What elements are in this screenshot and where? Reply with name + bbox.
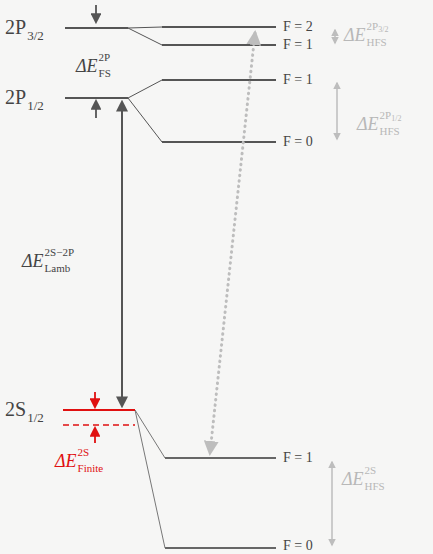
- energy-superscript: 2P: [99, 52, 111, 63]
- energy-symbol: ΔE: [22, 252, 44, 270]
- level-subscript: 3/2: [27, 29, 44, 42]
- energy-symbol: ΔE: [342, 470, 364, 488]
- f-label: F = 1: [283, 451, 313, 465]
- energy-subscript: HFS: [367, 37, 387, 48]
- energy-symbol: ΔE: [76, 57, 98, 75]
- energy-superscript: 2S: [78, 447, 90, 458]
- lamb-arrow: [121, 102, 123, 406]
- energy-symbol: ΔE: [344, 26, 366, 44]
- energy-subscript: Finite: [78, 463, 104, 474]
- energy-subscript: HFS: [365, 481, 385, 492]
- energy-superscript: 2S−2P: [45, 247, 74, 258]
- finite-size-arrows: [94, 392, 96, 443]
- energy-superscript-index: 1/2: [391, 115, 401, 123]
- level-2s: [63, 410, 276, 548]
- energy-superscript-index: 3/2: [378, 26, 388, 34]
- transition-arrow: [210, 33, 255, 453]
- f-label: F = 1: [283, 73, 313, 87]
- hfs-arrows: [332, 30, 337, 545]
- level-subscript: 1/2: [27, 411, 44, 424]
- f-label: F = 0: [283, 135, 313, 149]
- energy-subscript: HFS: [380, 126, 400, 137]
- level-subscript: 1/2: [27, 99, 44, 112]
- level-2p32: [65, 27, 276, 45]
- f-label: F = 0: [283, 539, 313, 553]
- energy-symbol: ΔE: [55, 452, 77, 470]
- energy-superscript: 2P: [367, 21, 379, 32]
- level-name: 2P: [5, 87, 26, 107]
- energy-superscript: 2S: [365, 465, 377, 476]
- energy-superscript: 2P: [380, 110, 392, 121]
- f-label: F = 1: [283, 38, 313, 52]
- energy-subscript: Lamb: [45, 263, 71, 274]
- level-name: 2P: [5, 17, 26, 37]
- energy-subscript: FS: [99, 68, 111, 79]
- level-name: 2S: [5, 399, 26, 419]
- f-label: F = 2: [283, 20, 313, 34]
- energy-symbol: ΔE: [357, 115, 379, 133]
